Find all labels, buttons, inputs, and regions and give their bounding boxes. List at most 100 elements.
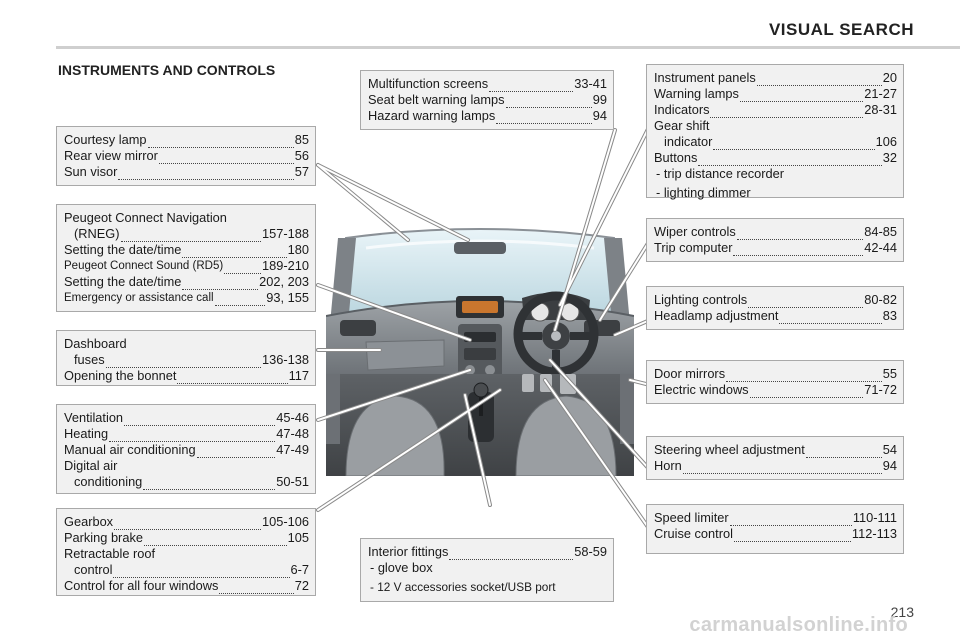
dot-leader bbox=[143, 478, 276, 490]
index-row: Peugeot Connect Sound (RD5) 189-210 bbox=[64, 258, 309, 274]
page-ref: 21-27 bbox=[864, 86, 897, 101]
dot-leader bbox=[805, 446, 882, 458]
page-ref: 54 bbox=[882, 442, 897, 457]
index-label: Trip computer bbox=[654, 240, 733, 255]
dot-leader bbox=[219, 582, 294, 594]
page-ref: 47-48 bbox=[276, 426, 309, 441]
section-title: INSTRUMENTS AND CONTROLS bbox=[58, 62, 276, 78]
page-ref: 56 bbox=[294, 148, 309, 163]
index-row: Hazard warning lamps 94 bbox=[368, 108, 607, 124]
dot-leader bbox=[158, 152, 294, 164]
index-label: Hazard warning lamps bbox=[368, 108, 496, 123]
page-ref: 57 bbox=[294, 164, 309, 179]
index-label: conditioning bbox=[74, 474, 143, 489]
dot-leader bbox=[214, 294, 266, 306]
index-label: (RNEG) bbox=[74, 226, 120, 241]
page-ref: 85 bbox=[294, 132, 309, 147]
page-ref: 105 bbox=[287, 530, 309, 545]
index-label: Speed limiter bbox=[654, 510, 729, 525]
index-label: Buttons bbox=[654, 150, 698, 165]
index-row: Heating 47-48 bbox=[64, 426, 309, 442]
index-label: Parking brake bbox=[64, 530, 143, 545]
dot-leader bbox=[224, 262, 262, 274]
index-label: Setting the date/time bbox=[64, 242, 182, 257]
index-label: Warning lamps bbox=[654, 86, 739, 101]
header-rule bbox=[56, 46, 960, 49]
index-label: Horn bbox=[654, 458, 682, 473]
index-row: Trip computer 42-44 bbox=[654, 240, 897, 256]
dot-leader bbox=[733, 244, 864, 256]
index-label: Headlamp adjustment bbox=[654, 308, 779, 323]
page-ref: 99 bbox=[592, 92, 607, 107]
page-ref: 94 bbox=[592, 108, 607, 123]
dot-leader bbox=[748, 296, 864, 308]
index-label: Control for all four windows bbox=[64, 578, 219, 593]
dot-leader bbox=[114, 518, 262, 530]
dot-leader bbox=[779, 312, 882, 324]
index-label: control bbox=[74, 562, 113, 577]
dot-leader bbox=[143, 534, 287, 546]
index-label: Ventilation bbox=[64, 410, 124, 425]
dot-leader bbox=[109, 430, 276, 442]
index-label: Opening the bonnet bbox=[64, 368, 177, 383]
dot-leader bbox=[729, 514, 852, 526]
dot-leader bbox=[496, 112, 592, 124]
index-label: Gear shift bbox=[654, 118, 710, 133]
index-label: Dashboard bbox=[64, 336, 127, 351]
index-label: Instrument panels bbox=[654, 70, 756, 85]
page-ref: 202, 203 bbox=[259, 274, 309, 289]
index-label: fuses bbox=[74, 352, 105, 367]
index-label: Peugeot Connect Sound (RD5) bbox=[64, 260, 224, 272]
index-row: Control for all four windows 72 bbox=[64, 578, 309, 594]
index-label: Courtesy lamp bbox=[64, 132, 147, 147]
dot-leader bbox=[710, 106, 864, 118]
page-ref: 45-46 bbox=[276, 410, 309, 425]
index-row: Courtesy lamp 85 bbox=[64, 132, 309, 148]
index-row: Parking brake 105 bbox=[64, 530, 309, 546]
page-ref: 189-210 bbox=[262, 258, 309, 273]
index-label: Multifunction screens bbox=[368, 76, 489, 91]
page-ref: 106 bbox=[875, 134, 897, 149]
dot-leader bbox=[726, 370, 882, 382]
page-ref: 47-49 bbox=[276, 442, 309, 457]
page-ref: 72 bbox=[294, 578, 309, 593]
page-ref: 83 bbox=[882, 308, 897, 323]
index-row: Instrument panels 20 bbox=[654, 70, 897, 86]
page-ref: 58-59 bbox=[574, 544, 607, 559]
dot-leader bbox=[196, 446, 276, 458]
index-row: Headlamp adjustment 83 bbox=[654, 308, 897, 324]
dot-leader bbox=[449, 548, 574, 560]
dot-leader bbox=[124, 414, 276, 426]
index-label: Digital air bbox=[64, 458, 118, 473]
index-label: Rear view mirror bbox=[64, 148, 158, 163]
page-ref: 20 bbox=[882, 70, 897, 85]
dot-leader bbox=[147, 136, 294, 148]
page-ref: 105-106 bbox=[262, 514, 309, 529]
index-label: Retractable roof bbox=[64, 546, 156, 561]
index-label: Heating bbox=[64, 426, 109, 441]
index-row: Rear view mirror 56 bbox=[64, 148, 309, 164]
page-ref: 42-44 bbox=[864, 240, 897, 255]
page-ref: 28-31 bbox=[864, 102, 897, 117]
car-interior-illustration bbox=[326, 224, 634, 476]
instrument-panels-box: Instrument panels 20 Warning lamps 21-27 I… bbox=[646, 64, 904, 200]
dot-leader bbox=[739, 90, 864, 102]
page-ref: 93, 155 bbox=[266, 290, 309, 305]
